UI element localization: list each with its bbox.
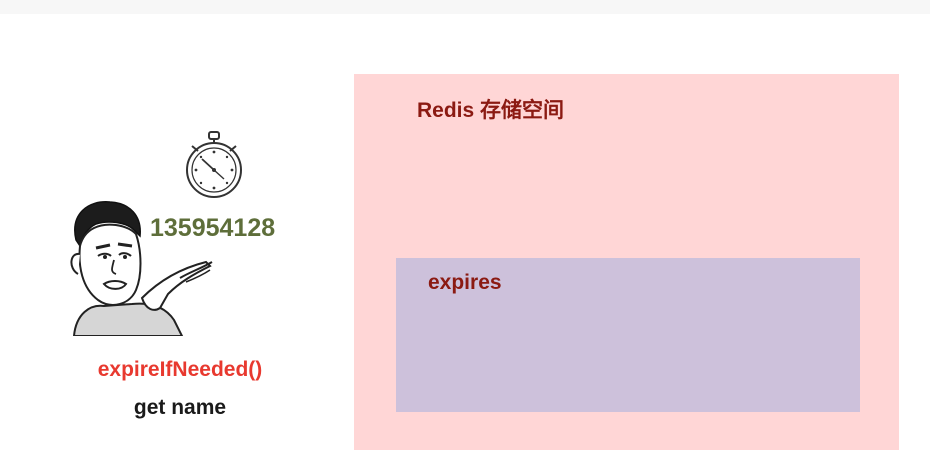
expires-box: expires [396,258,860,412]
get-name-command: get name [133,396,227,419]
timestamp-value: 135954128 [150,214,276,242]
expires-label: expires [428,271,502,294]
storage-title: Redis 存储空间 [417,99,565,122]
redis-storage-panel: Redis 存储空间 expires [354,74,899,450]
top-strip [0,0,930,14]
stopwatch-icon [186,131,242,198]
expire-if-needed-label: expireIfNeeded() [97,358,263,381]
pointing-character-illustration [70,201,213,336]
